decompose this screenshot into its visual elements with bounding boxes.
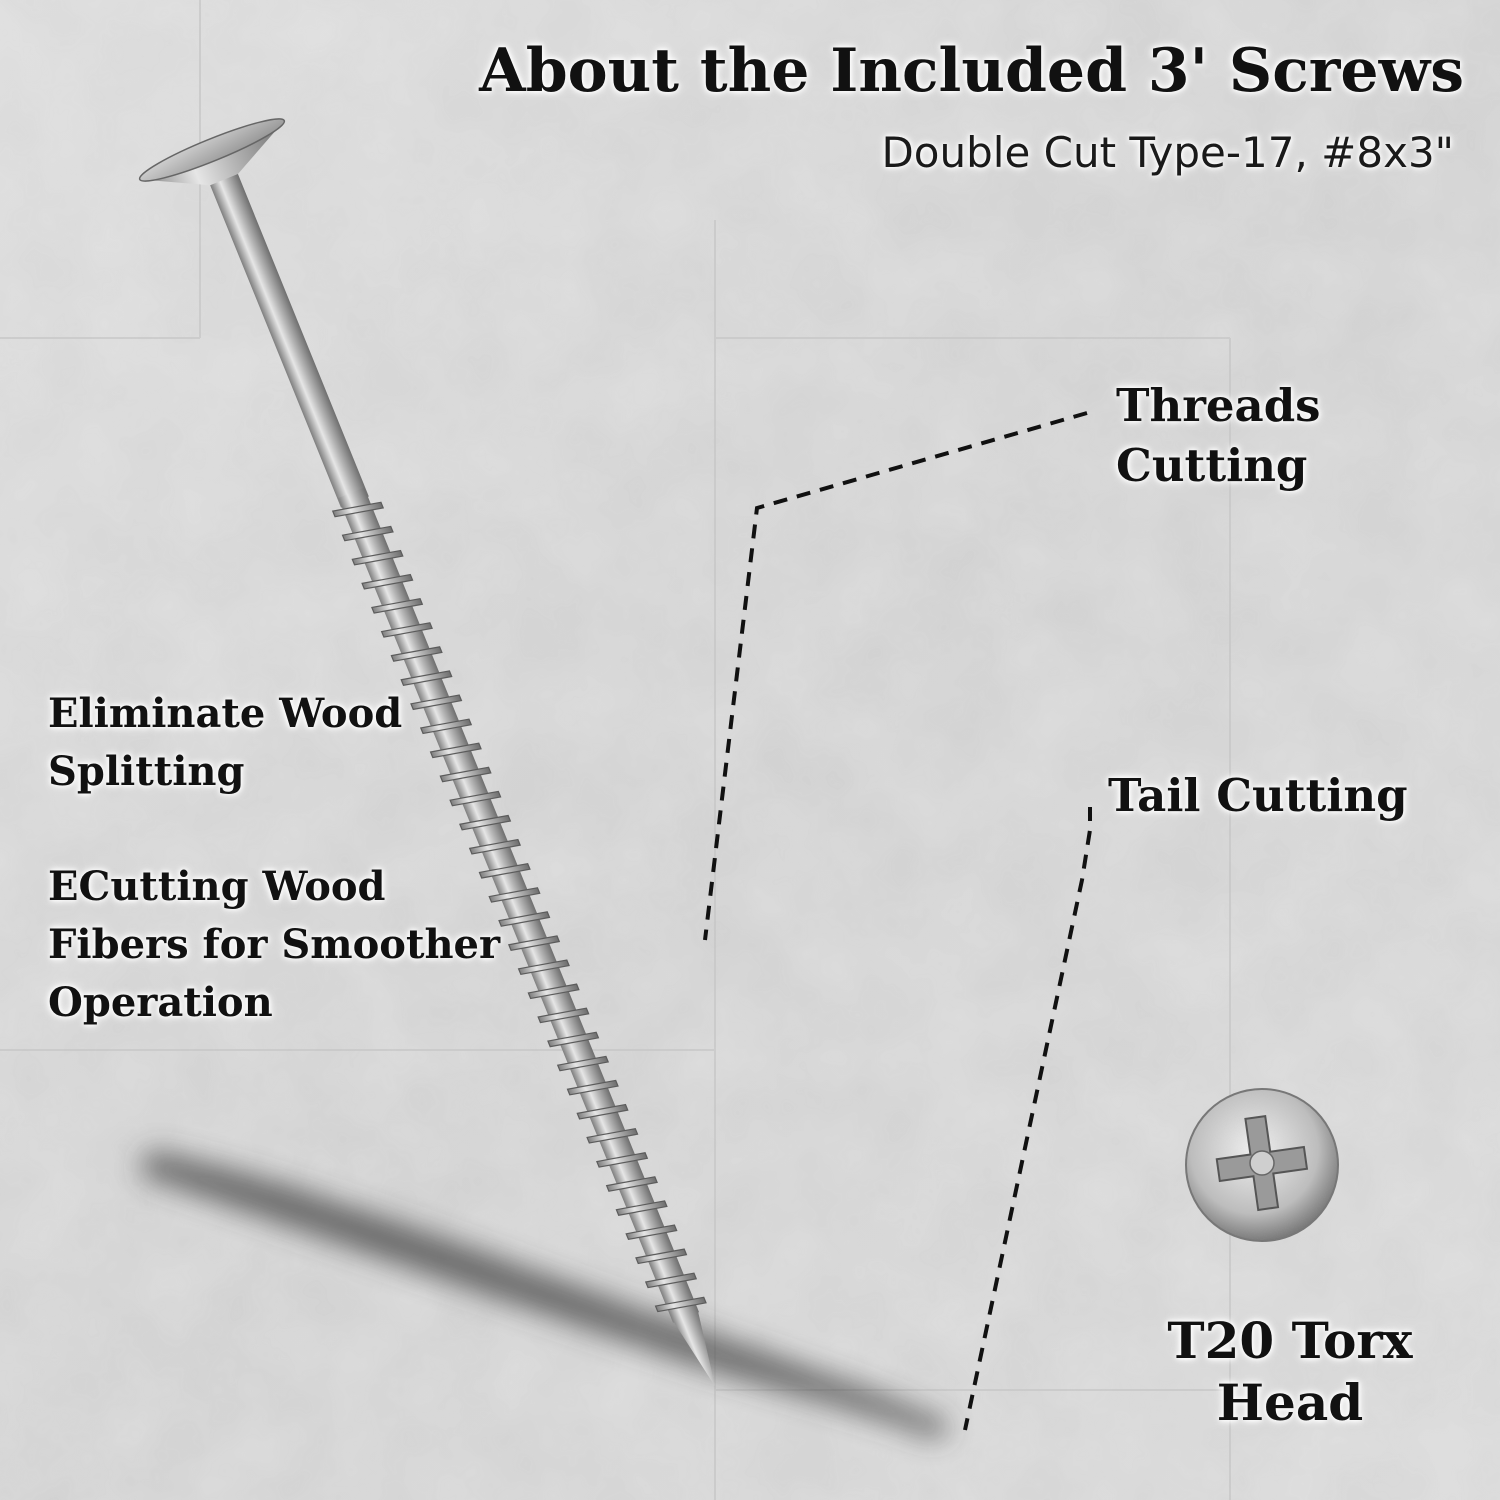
thread-ridge — [361, 573, 414, 590]
thread-ridge — [390, 646, 443, 662]
thread-ridge — [507, 935, 561, 951]
threads-cutting-line-2: Cutting — [1116, 439, 1308, 492]
thread-ridge — [635, 1248, 688, 1265]
screw-body — [138, 118, 716, 1387]
thread-ridge — [419, 718, 473, 735]
screw-head-phillips-icon — [1185, 1088, 1339, 1242]
cutting-fibers-label: ECutting Wood Fibers for Smoother Operat… — [48, 858, 548, 1032]
thread-ridge — [537, 1007, 590, 1024]
cutting-fibers-line-2: Fibers for Smoother — [48, 921, 501, 968]
thread-ridge — [605, 1176, 658, 1192]
thread-ridge — [429, 742, 482, 759]
thread-ridge — [517, 959, 570, 976]
thread-ridge — [654, 1296, 707, 1313]
thread-ridge — [547, 1031, 600, 1048]
torx-head-line-1: T20 Torx — [1167, 1311, 1413, 1370]
thread-ridge — [644, 1272, 698, 1289]
threads-callout-line — [703, 411, 1088, 941]
thread-ridge — [459, 814, 512, 831]
torx-head-label: T20 Torx Head — [1140, 1310, 1440, 1434]
threads-cutting-label: Threads Cutting — [1116, 376, 1456, 496]
eliminate-splitting-line-2: Splitting — [48, 748, 245, 795]
cutting-fibers-line-1: ECutting Wood — [48, 863, 386, 910]
tail-callout-line — [963, 807, 1092, 1431]
cutting-fibers-line-3: Operation — [48, 979, 273, 1026]
thread-ridge — [371, 597, 424, 614]
thread-ridge — [488, 887, 541, 903]
callout-lines — [703, 411, 1092, 1431]
screw-shadow — [140, 1150, 950, 1440]
thread-ridge — [341, 525, 394, 542]
torx-head-line-2: Head — [1216, 1373, 1364, 1432]
thread-ridge — [615, 1200, 668, 1216]
thread-ridge — [478, 862, 531, 879]
thread-ridge — [566, 1079, 619, 1096]
eliminate-splitting-line-1: Eliminate Wood — [48, 690, 403, 737]
thread-ridge — [331, 501, 385, 518]
thread-ridge — [410, 694, 463, 711]
threads-cutting-line-1: Threads — [1116, 379, 1321, 432]
thread-ridge — [380, 622, 433, 638]
thread-ridge — [400, 670, 453, 686]
thread-ridge — [576, 1103, 629, 1120]
thread-ridge — [586, 1127, 639, 1144]
thread-ridge — [449, 790, 502, 807]
screw-threads — [331, 501, 707, 1313]
thread-ridge — [351, 549, 404, 566]
thread-ridge — [596, 1152, 649, 1168]
page-title: About the Included 3' Screws — [479, 36, 1464, 106]
thread-ridge — [498, 911, 551, 927]
thread-ridge — [439, 766, 492, 783]
thread-ridge — [625, 1224, 678, 1241]
thread-ridge — [468, 838, 522, 855]
eliminate-splitting-label: Eliminate Wood Splitting — [48, 685, 468, 801]
thread-ridge — [527, 983, 580, 1000]
tail-cutting-label: Tail Cutting — [1108, 769, 1408, 822]
thread-ridge — [556, 1055, 610, 1072]
page-subtitle: Double Cut Type-17, #8x3" — [881, 128, 1454, 177]
